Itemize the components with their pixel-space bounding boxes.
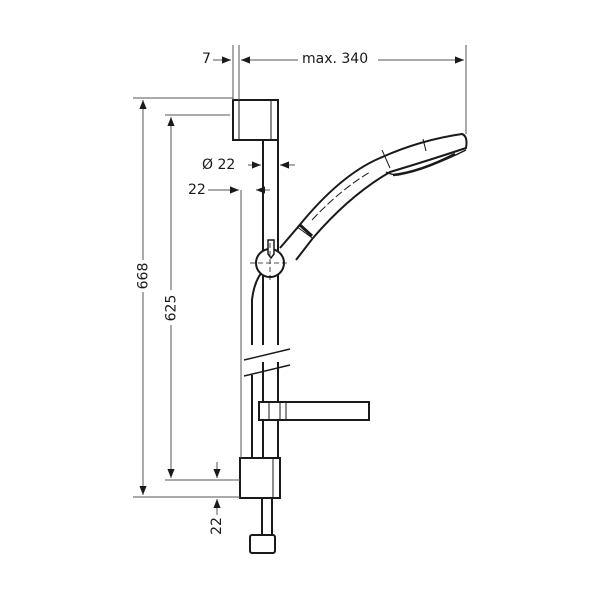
dim-rod-offset-label: 22 [186,182,208,198]
dim-bracket-spacing-label: 625 [163,292,180,324]
hand-shower [279,132,468,261]
dim-rod-diameter-label: Ø 22 [200,157,238,173]
slider-holder [250,239,290,283]
dim-max-reach-label: max. 340 [300,51,371,67]
soap-dish [258,401,370,421]
bottom-wall-bracket [239,457,281,499]
dim-wall-offset-label: 7 [200,51,213,67]
dim-overall-height-label: 668 [135,260,152,292]
dim-bottom-offset-label: 22 [208,515,225,537]
top-wall-bracket [232,99,279,141]
